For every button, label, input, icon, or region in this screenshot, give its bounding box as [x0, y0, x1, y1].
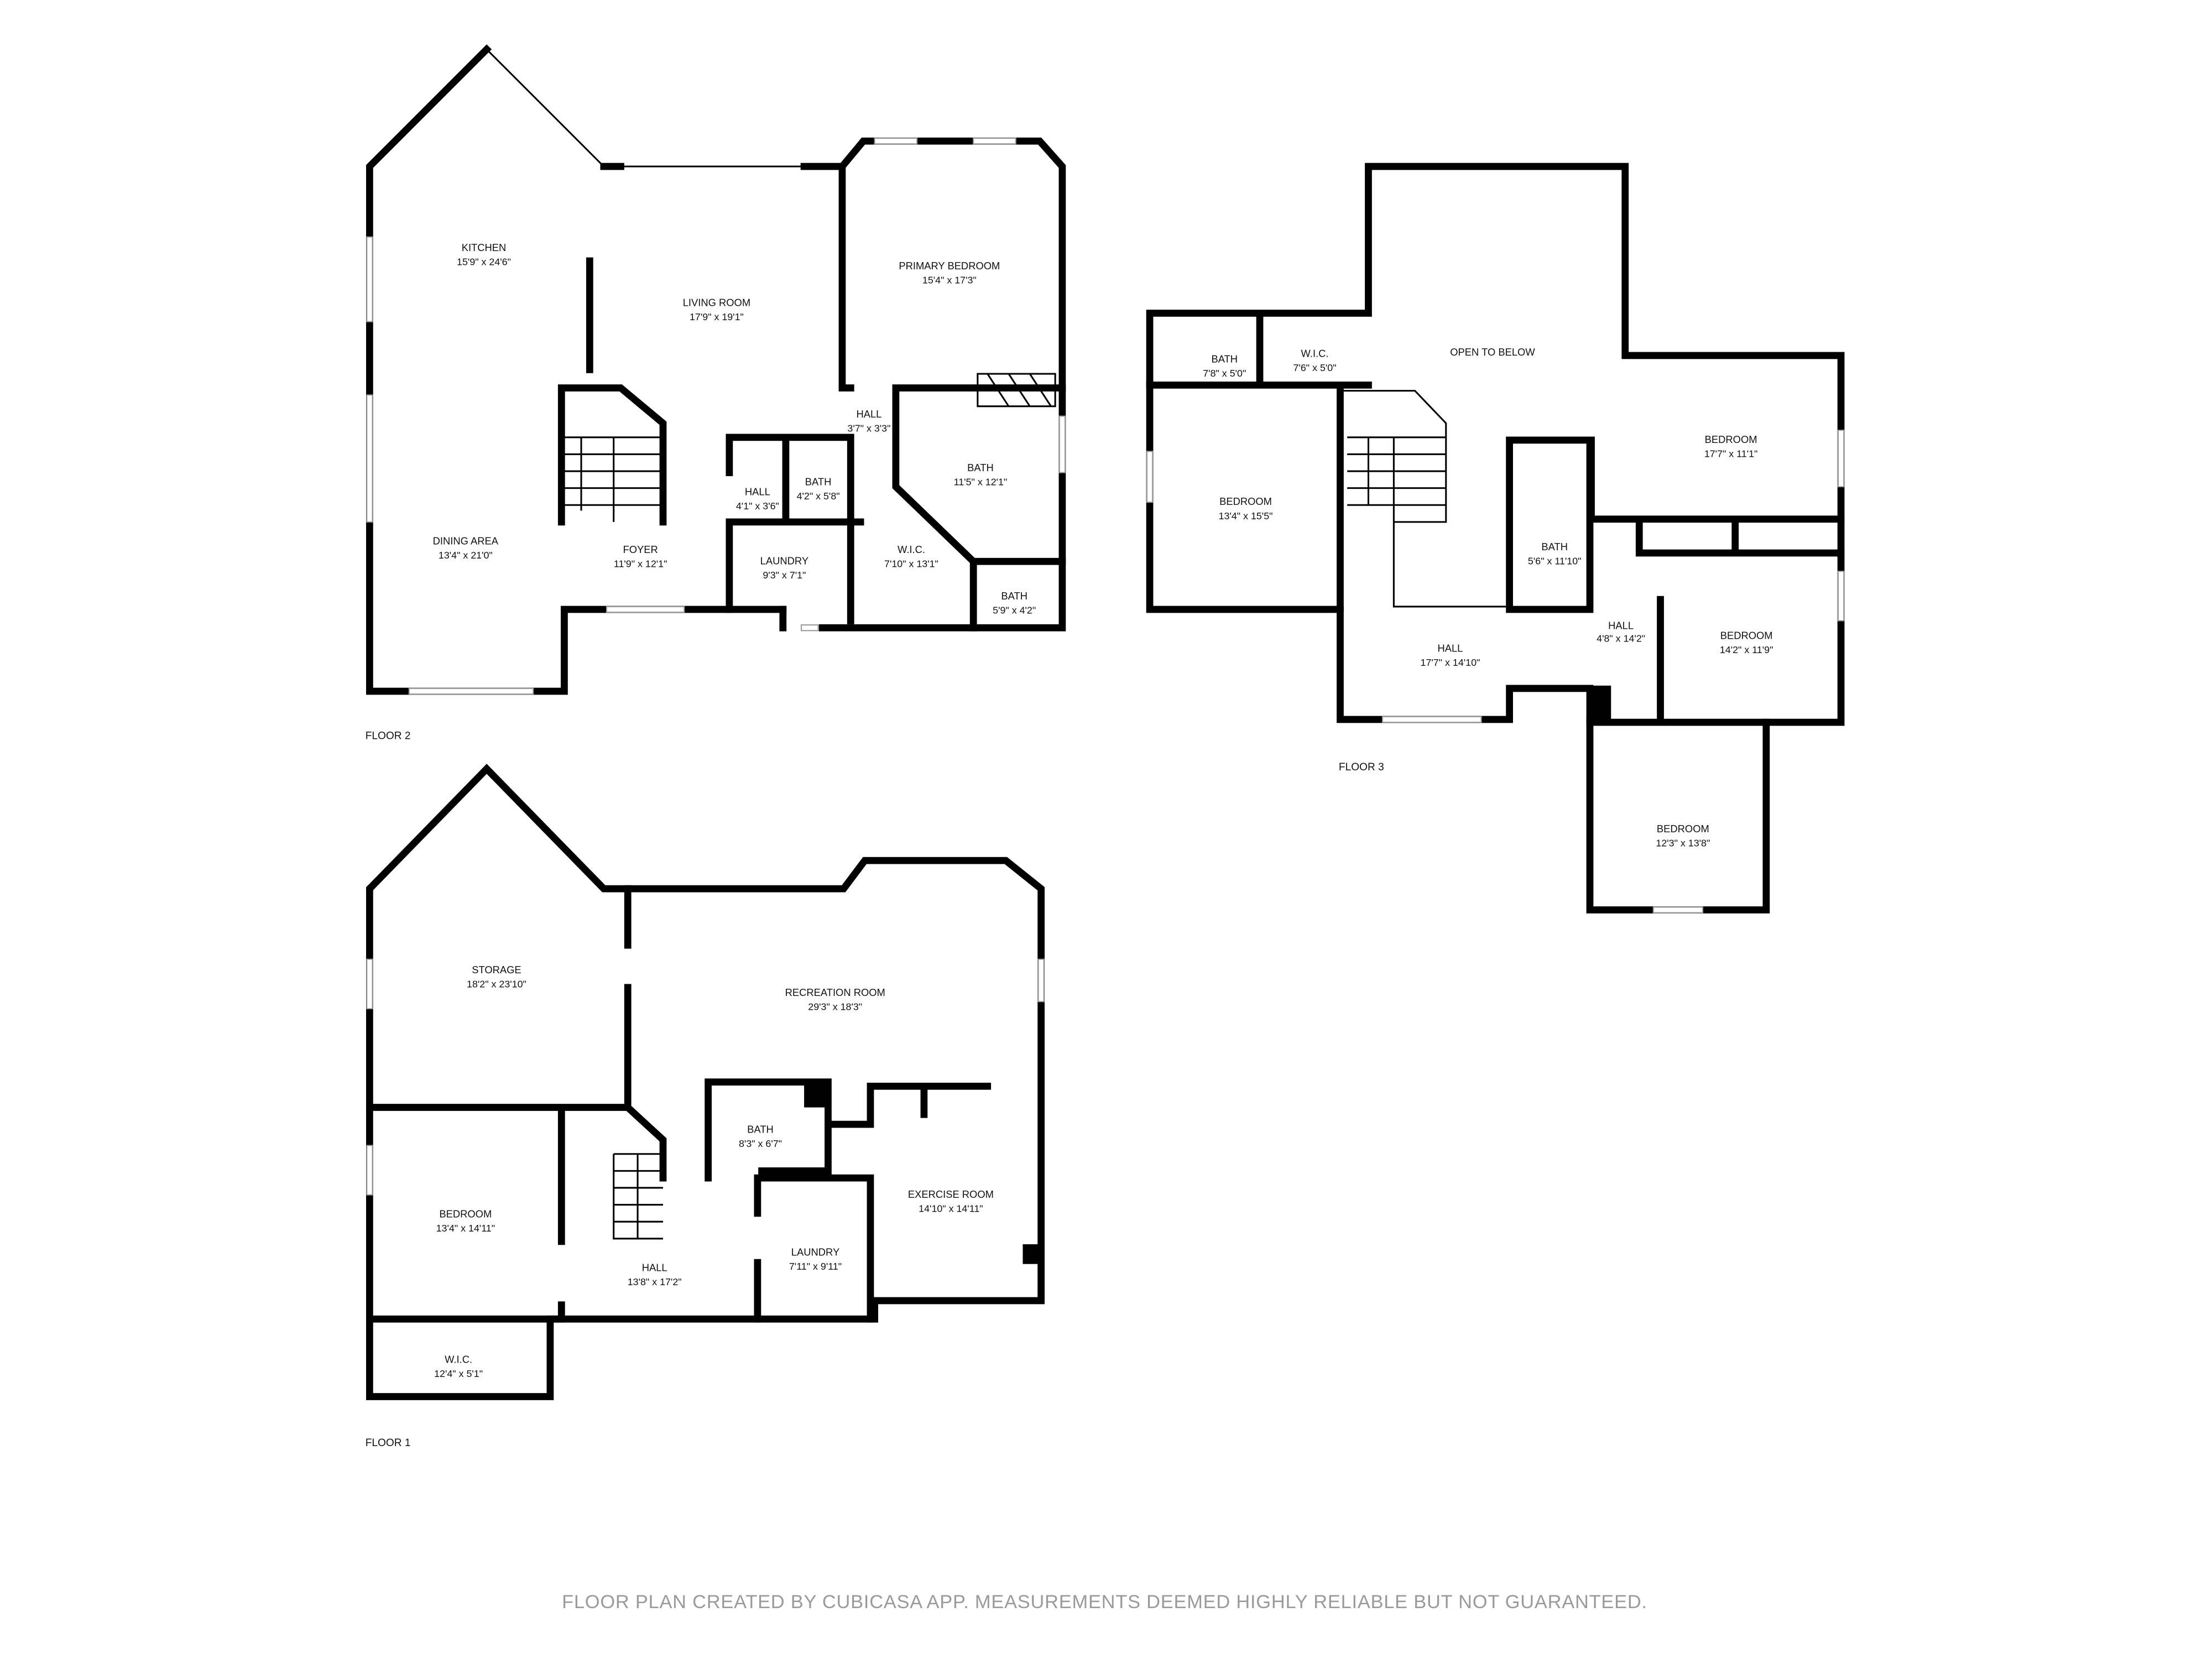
room-name: BATH [805, 476, 832, 488]
room-name: HALL [856, 408, 881, 420]
floor-1-plan: STORAGE 18'2" x 23'10" RECREATION ROOM 2… [366, 764, 1045, 1449]
disclaimer-footer: FLOOR PLAN CREATED BY CUBICASA APP. MEAS… [562, 1592, 1647, 1613]
room-name: W.I.C. [1301, 347, 1329, 359]
floor-label: FLOOR 1 [366, 1437, 411, 1449]
room-name: EXERCISE ROOM [908, 1188, 994, 1200]
room-name: STORAGE [472, 964, 521, 975]
stairs [1340, 390, 1510, 608]
room-dims: 29'3" x 18'3" [808, 1001, 862, 1013]
room-dims: 13'4" x 21'0" [439, 550, 493, 561]
room-name: FOYER [623, 544, 658, 555]
room-name: W.I.C. [445, 1353, 472, 1365]
room-name: HALL [1608, 620, 1634, 632]
room-dims: 14'10" x 14'11" [919, 1203, 983, 1214]
room-dims: 14'2" x 11'9" [1720, 644, 1773, 655]
room-dims: 13'4" x 14'11" [436, 1223, 495, 1234]
room-dims: 18'2" x 23'10" [467, 979, 526, 990]
room-dims: 12'3" x 13'8" [1656, 838, 1710, 849]
room-dims: 17'7" x 11'1" [1704, 448, 1758, 460]
room-name: HALL [745, 486, 770, 497]
room-dims: 7'8" x 5'0" [1203, 368, 1246, 379]
room-dims: 11'5" x 12'1" [954, 477, 1008, 488]
room-name: LAUNDRY [791, 1246, 839, 1258]
room-name: BATH [967, 462, 994, 473]
room-dims: 7'11" x 9'11" [789, 1261, 842, 1272]
room-name: BATH [1541, 541, 1568, 552]
room-dims: 15'4" x 17'3" [922, 275, 977, 286]
room-dims: 17'9" x 19'1" [690, 311, 744, 322]
room-name: DINING AREA [433, 535, 499, 547]
stairs [613, 1153, 663, 1240]
room-dims: 5'6" x 11'10" [1528, 555, 1582, 566]
room-dims: 7'6" x 5'0" [1293, 362, 1337, 373]
room-name: BATH [1211, 353, 1238, 365]
room-name: LAUNDRY [760, 555, 808, 566]
room-dims: 4'2" x 5'8" [797, 491, 840, 502]
room-name: BEDROOM [1219, 495, 1272, 507]
room-name: RECREATION ROOM [785, 987, 885, 998]
room-dims: 4'8" x 14'2" [1597, 633, 1645, 644]
room-name: W.I.C. [898, 544, 925, 555]
stairs [564, 436, 663, 522]
floor-2-plan: KITCHEN 15'9" x 24'6" LIVING ROOM 17'9" … [366, 44, 1066, 742]
room-name: BATH [747, 1123, 774, 1135]
floor-label: FLOOR 2 [366, 731, 411, 742]
room-dims: 12'4" x 5'1" [434, 1368, 483, 1379]
floor-3-plan: BATH 7'8" x 5'0" W.I.C. 7'6" x 5'0" OPEN… [1146, 163, 1845, 914]
room-name: BEDROOM [439, 1208, 492, 1220]
room-dims: 13'4" x 15'5" [1219, 510, 1273, 521]
room-name: PRIMARY BEDROOM [899, 260, 1000, 272]
room-name: KITCHEN [462, 242, 507, 253]
room-dims: 15'9" x 24'6" [457, 257, 511, 268]
room-name: HALL [642, 1261, 667, 1273]
room-name: BEDROOM [1657, 823, 1709, 834]
room-name: HALL [1437, 643, 1463, 654]
room-name: LIVING ROOM [683, 297, 750, 309]
room-dims: 11'9" x 12'1" [614, 559, 667, 570]
room-dims: 3'7" x 3'3" [847, 423, 890, 434]
room-dims: 17'7" x 14'10" [1421, 657, 1480, 668]
room-dims: 7'10" x 13'1" [884, 559, 938, 570]
room-dims: 5'9" x 4'2" [993, 605, 1036, 616]
room-dims: 9'3" x 7'1" [763, 570, 806, 581]
room-name: BEDROOM [1705, 434, 1757, 445]
room-dims: 8'3" x 6'7" [739, 1138, 782, 1149]
floor-label: FLOOR 3 [1339, 761, 1384, 773]
room-name: BATH [1001, 590, 1027, 602]
room-dims: 13'8" x 17'2" [628, 1276, 682, 1287]
room-name: BEDROOM [1720, 630, 1773, 641]
room-name: OPEN TO BELOW [1450, 346, 1535, 358]
room-dims: 4'1" x 3'6" [736, 500, 779, 512]
